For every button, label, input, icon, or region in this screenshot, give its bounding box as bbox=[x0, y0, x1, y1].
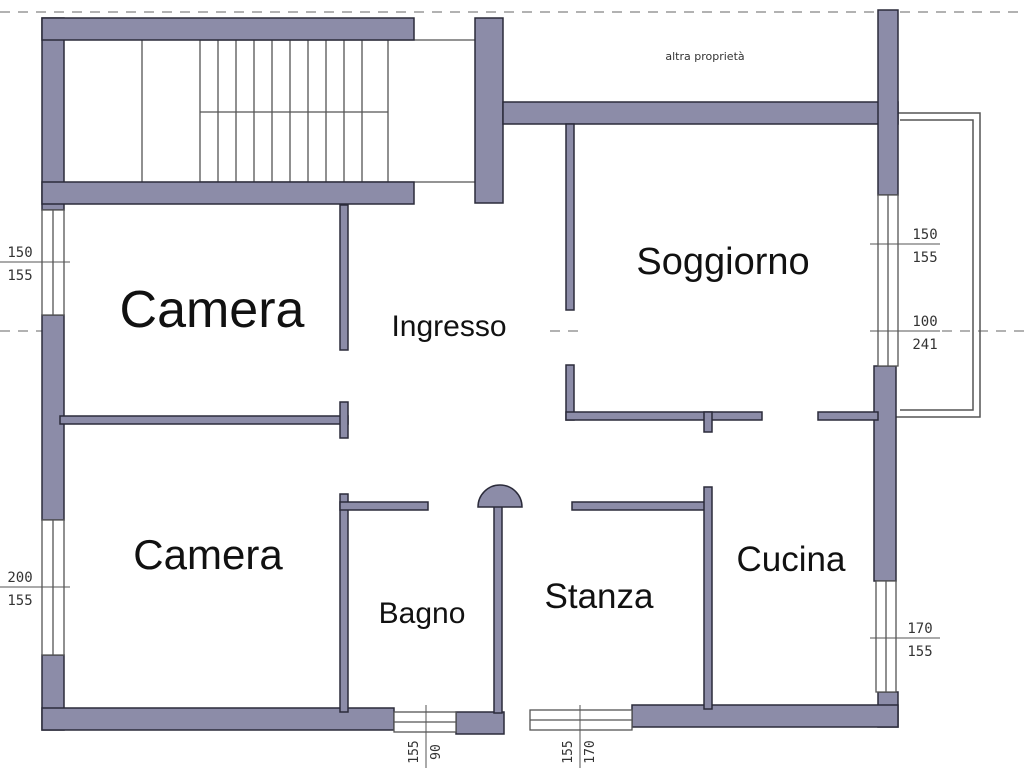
windows bbox=[41, 194, 899, 733]
room-label-cucina: Cucina bbox=[737, 540, 846, 579]
room-label-soggiorno: Soggiorno bbox=[636, 241, 809, 283]
dim-bottom-right-b: 170 bbox=[583, 740, 598, 763]
dim-right-mid-b: 241 bbox=[912, 337, 937, 353]
door-arc bbox=[477, 484, 523, 508]
dim-right-mid-a: 100 bbox=[912, 314, 937, 330]
dim-bottom-left-b: 90 bbox=[429, 744, 444, 760]
dim-bottom-right-a: 155 bbox=[561, 740, 576, 763]
room-label-stanza: Stanza bbox=[545, 577, 654, 616]
dim-bottom-left-a: 155 bbox=[407, 740, 422, 763]
room-label-camera-bottom: Camera bbox=[133, 531, 283, 578]
balcony-outline bbox=[896, 112, 981, 418]
room-label-ingresso: Ingresso bbox=[391, 310, 506, 343]
walls bbox=[41, 9, 899, 735]
dim-right-top-a: 150 bbox=[912, 227, 937, 243]
staircase bbox=[141, 39, 475, 183]
room-label-bagno: Bagno bbox=[379, 597, 466, 630]
dim-left-bottom-b: 155 bbox=[7, 593, 32, 609]
dim-right-bottom-a: 170 bbox=[907, 621, 932, 637]
room-label-camera-top: Camera bbox=[120, 281, 305, 339]
dim-right-bottom-b: 155 bbox=[907, 644, 932, 660]
dim-left-bottom-a: 200 bbox=[7, 570, 32, 586]
dimension-ticks bbox=[0, 243, 940, 768]
note-altra-proprieta: altra proprietà bbox=[665, 50, 744, 63]
dim-left-top-b: 155 bbox=[7, 268, 32, 284]
dim-right-top-b: 155 bbox=[912, 250, 937, 266]
dim-left-top-a: 150 bbox=[7, 245, 32, 261]
